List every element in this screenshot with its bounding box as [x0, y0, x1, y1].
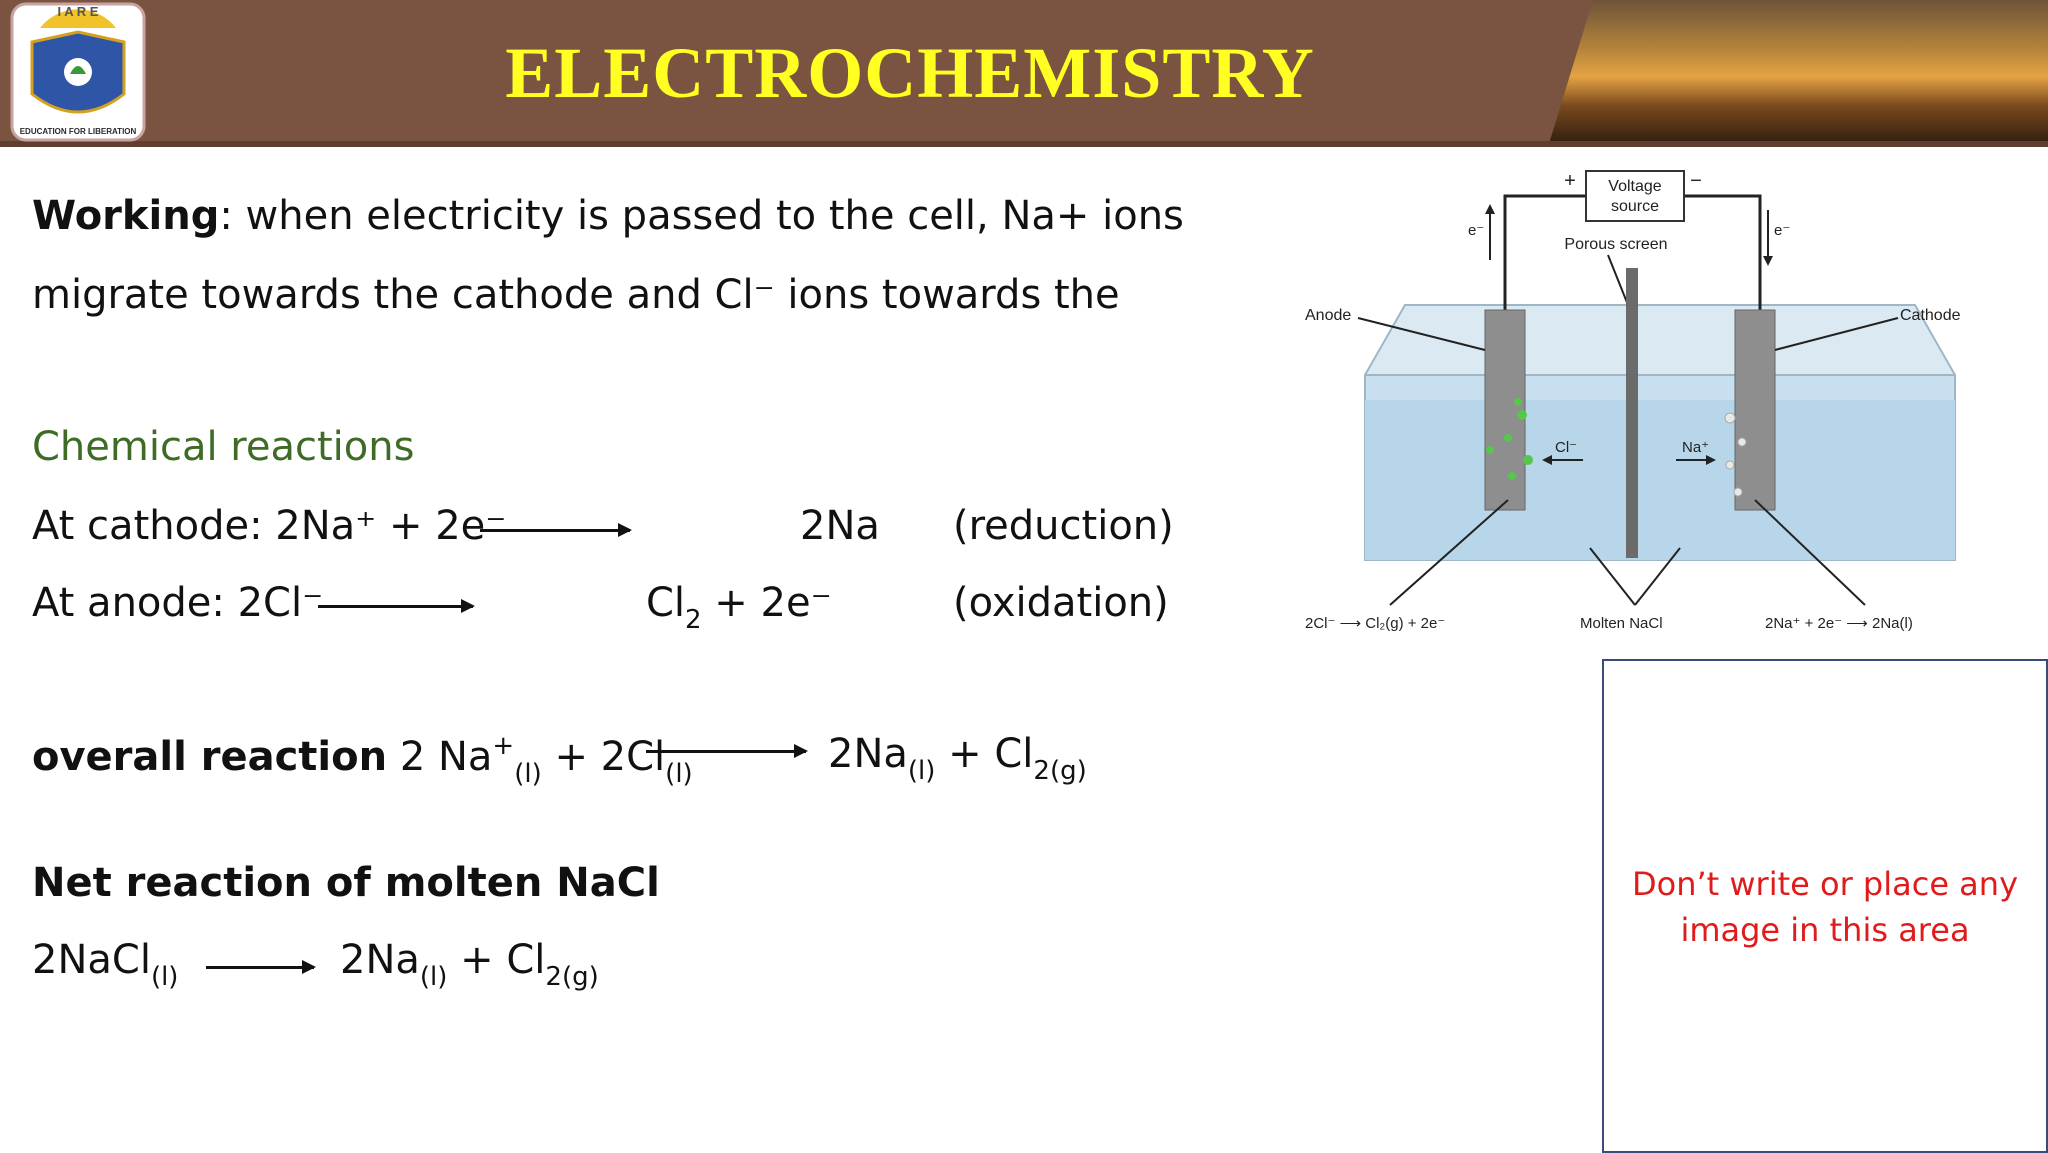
working-line-2: migrate towards the cathode and Cl⁻ ions…	[32, 272, 1120, 318]
reserved-area-box: Don’t write or place any image in this a…	[1602, 659, 2048, 1153]
cathode-electrode	[1734, 309, 1776, 511]
electron-right: e⁻	[1774, 222, 1790, 239]
porous-screen-label: Porous screen	[1564, 236, 1667, 253]
net-reactant: 2NaCl(l)	[32, 937, 179, 992]
anode-lhs: At anode: 2Cl⁻	[32, 580, 324, 626]
overall-products: 2Na(l) + Cl2(g)	[828, 731, 1087, 786]
anode-reaction: 2Cl⁻ ⟶ Cl₂(g) + 2e⁻	[1305, 615, 1445, 632]
net-heading: Net reaction of molten NaCl	[32, 860, 660, 906]
reserved-area-notice: Don’t write or place any image in this a…	[1631, 865, 2018, 949]
working-label: Working	[32, 193, 220, 239]
anode-rhs: Cl2 + 2e⁻	[646, 580, 832, 635]
cathode-arrow	[480, 523, 632, 537]
cathode-reaction: 2Na⁺ + 2e⁻ ⟶ 2Na(l)	[1765, 615, 1913, 632]
cathode-label: Cathode	[1900, 307, 1961, 324]
electrolysis-diagram: Voltage source + − e⁻ e⁻ Porous screen C…	[1290, 160, 1990, 650]
logo-top-text: I A R E	[58, 4, 99, 19]
minus-sign: −	[1690, 170, 1702, 192]
voltage-label-2: source	[1611, 198, 1659, 215]
anode-label: Anode	[1305, 307, 1351, 324]
net-arrow	[206, 960, 316, 974]
cathode-rhs: 2Na	[800, 503, 880, 549]
plus-sign: +	[1564, 170, 1576, 192]
header-banner: ELECTROCHEMISTRY I A R E EDUCATION FOR L…	[0, 0, 2048, 147]
chem-heading: Chemical reactions	[32, 424, 415, 470]
voltage-source-box	[1585, 170, 1685, 222]
anode-electrode	[1484, 309, 1526, 511]
overall-reaction: overall reaction 2 Na+(l) + 2Cl(l)	[32, 731, 693, 789]
electron-left: e⁻	[1468, 222, 1484, 239]
voltage-label-1: Voltage	[1608, 178, 1661, 195]
header-photo	[1548, 0, 2048, 147]
overall-arrow	[646, 744, 808, 758]
cl-ion-label: Cl⁻	[1555, 439, 1577, 456]
porous-screen	[1626, 268, 1638, 558]
slide-title: ELECTROCHEMISTRY	[505, 33, 1315, 113]
iare-logo: I A R E EDUCATION FOR LIBERATION	[10, 2, 146, 142]
header-divider	[0, 141, 2048, 147]
working-line-1: Working: when electricity is passed to t…	[32, 193, 1184, 239]
net-products: 2Na(l) + Cl2(g)	[340, 937, 599, 992]
cathode-type: (reduction)	[953, 503, 1174, 549]
molten-nacl-label: Molten NaCl	[1580, 615, 1663, 632]
na-ion-label: Na⁺	[1682, 439, 1709, 456]
chlorine-bubbles	[1486, 398, 1533, 480]
logo-ring-text: EDUCATION FOR LIBERATION	[20, 127, 137, 136]
cathode-lhs: At cathode: 2Na⁺ + 2e⁻	[32, 503, 507, 549]
anode-arrow	[318, 599, 475, 613]
sodium-droplets	[1724, 412, 1747, 497]
anode-type: (oxidation)	[953, 580, 1169, 626]
